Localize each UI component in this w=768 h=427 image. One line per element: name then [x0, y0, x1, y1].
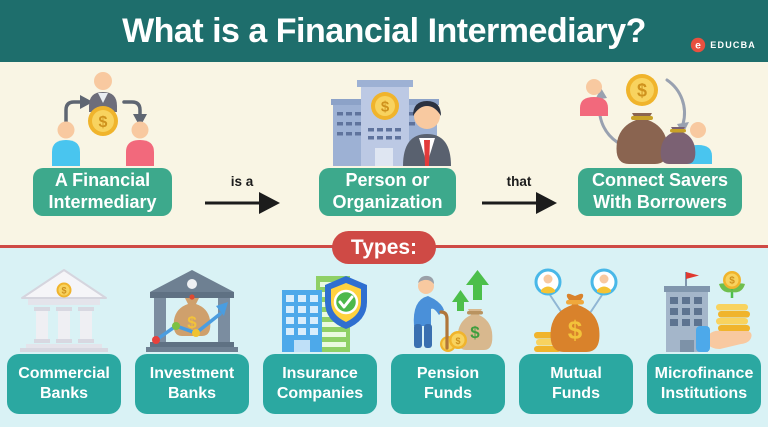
- classical-bank-icon: $: [16, 268, 112, 352]
- building-hand-coins-icon: $: [656, 268, 752, 352]
- type-item-investment-banks: $ Investment Banks: [128, 268, 256, 414]
- educba-e-icon: e: [691, 37, 706, 53]
- flow-node-connect-savers-borrowers: Connect Savers With Borrowers: [578, 168, 742, 216]
- elder-money-growth-icon: $ $: [400, 268, 496, 352]
- svg-text:$: $: [455, 336, 460, 346]
- types-grid: $ Commercial Banks: [0, 268, 768, 414]
- types-banner: Types:: [332, 231, 436, 264]
- type-label-commercial-banks: Commercial Banks: [7, 354, 121, 414]
- type-item-microfinance-institutions: $ Microfinance Institutions: [640, 268, 768, 414]
- type-item-pension-funds: $ $ Pension Funds: [384, 268, 512, 414]
- svg-text:e: e: [695, 41, 701, 52]
- people-money-network-icon: $: [36, 70, 170, 166]
- svg-text:$: $: [729, 276, 735, 287]
- type-item-mutual-funds: $ Mutual Funds: [512, 268, 640, 414]
- educba-wordmark: EDUCBA: [710, 40, 756, 50]
- svg-text:$: $: [99, 114, 108, 131]
- connector-label: that: [506, 174, 532, 189]
- flow-node-person-or-organization: Person or Organization: [319, 168, 456, 216]
- type-item-commercial-banks: $ Commercial Banks: [0, 268, 128, 414]
- bank-businessman-icon: $: [315, 72, 455, 166]
- svg-text:$: $: [470, 323, 480, 342]
- connector-that: that: [480, 174, 558, 217]
- savers-borrowers-cycle-icon: $: [567, 72, 717, 166]
- connector-label: is a: [230, 174, 254, 189]
- type-label-pension-funds: Pension Funds: [391, 354, 505, 414]
- right-arrow-icon: [482, 192, 557, 214]
- svg-text:$: $: [61, 286, 66, 296]
- header-banner: What is a Financial Intermediary? e EDUC…: [0, 0, 768, 62]
- svg-text:$: $: [381, 99, 390, 116]
- flow-node-financial-intermediary: A Financial Intermediary: [33, 168, 172, 216]
- types-section-background: [0, 248, 768, 427]
- bank-growth-chart-icon: $: [144, 268, 240, 352]
- svg-text:$: $: [637, 81, 647, 101]
- type-label-mutual-funds: Mutual Funds: [519, 354, 633, 414]
- type-label-microfinance-institutions: Microfinance Institutions: [647, 354, 761, 414]
- connector-is-a: is a: [203, 174, 281, 217]
- right-arrow-icon: [205, 192, 280, 214]
- page-title: What is a Financial Intermediary?: [122, 11, 646, 50]
- type-label-insurance-companies: Insurance Companies: [263, 354, 377, 414]
- buildings-shield-check-icon: [272, 268, 368, 352]
- money-bag-investors-icon: $: [528, 268, 624, 352]
- educba-logo: e EDUCBA: [690, 37, 756, 53]
- svg-text:$: $: [187, 313, 197, 332]
- type-label-investment-banks: Investment Banks: [135, 354, 249, 414]
- type-item-insurance-companies: Insurance Companies: [256, 268, 384, 414]
- svg-text:$: $: [568, 315, 583, 345]
